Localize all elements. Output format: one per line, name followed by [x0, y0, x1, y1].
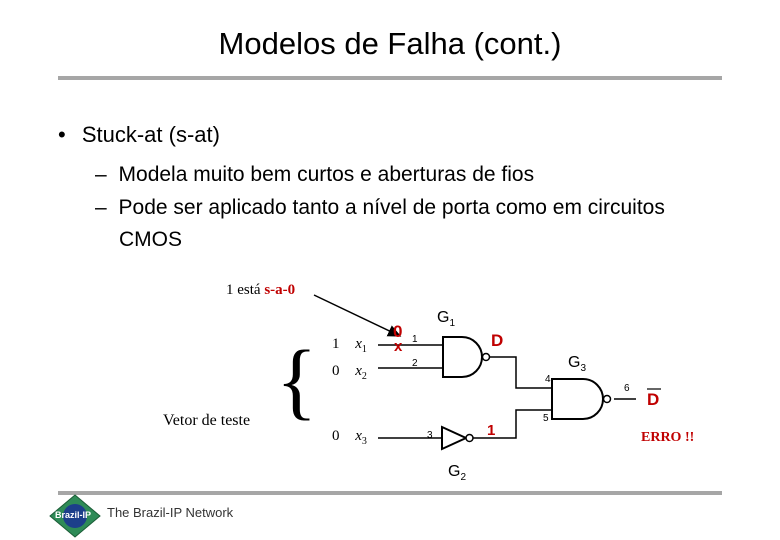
- bullet-marker: •: [58, 122, 66, 147]
- wire-g1-out: [484, 356, 552, 389]
- fault-type: s-a-0: [264, 282, 296, 298]
- input-x3: 0 x3: [332, 428, 367, 447]
- sub-item-3: CMOS: [119, 228, 182, 252]
- footer-network-name: The Brazil-IP Network: [107, 505, 234, 520]
- brazil-ip-logo: Brazil-IP: [49, 494, 101, 538]
- gate-g1-nand: [442, 336, 483, 378]
- gate-g2-inverter: [441, 425, 469, 451]
- net-6: 6: [624, 383, 630, 394]
- input-x2: 0 x2: [332, 363, 367, 382]
- gate-g3-bubble: [602, 394, 612, 404]
- sub-text: Modela muito bem curtos e aberturas de f…: [118, 163, 535, 186]
- net-1: 1: [412, 334, 418, 345]
- d-label: D: [491, 331, 504, 350]
- title-divider: [58, 76, 722, 80]
- gate-g2-label: G2: [448, 463, 467, 484]
- fault-arrow: [313, 294, 402, 337]
- error-label: ERRO !!: [641, 430, 695, 445]
- sub-marker: –: [95, 163, 107, 186]
- dbar-label: D: [647, 390, 660, 409]
- sub-item-2: – Pode ser aplicado tanto a nível de por…: [95, 196, 665, 220]
- fault-value: 0: [393, 322, 403, 341]
- gate-g1-bubble: [481, 352, 491, 362]
- sub-marker: –: [95, 196, 107, 219]
- wire-g2-out: [472, 409, 552, 439]
- test-vector-label: Vetor de teste: [163, 412, 251, 429]
- logo-text: Brazil-IP: [55, 510, 92, 520]
- sub-text: CMOS: [119, 228, 182, 251]
- input-x1: 1 x1: [332, 336, 367, 355]
- fault-label: 1 está s-a-0: [226, 282, 296, 298]
- sub-item-1: – Modela muito bem curtos e aberturas de…: [95, 163, 534, 187]
- logo-emblem-icon: [49, 494, 101, 538]
- gate-g1-label: G1: [437, 309, 456, 330]
- bullet-item: • Stuck-at (s-at): [58, 122, 220, 148]
- fault-mark: x: [394, 338, 403, 355]
- slide-title: Modelos de Falha (cont.): [218, 26, 562, 61]
- gate-g2-bubble: [465, 433, 474, 443]
- net-4: 4: [545, 374, 551, 385]
- net-2: 2: [412, 358, 418, 369]
- inverter-out-value: 1: [487, 422, 496, 439]
- gate-g3-nand: [551, 378, 604, 420]
- gate-g3-label: G3: [568, 354, 587, 375]
- input-brace: {: [276, 332, 318, 428]
- sub-text: Pode ser aplicado tanto a nível de porta…: [118, 196, 665, 219]
- footer-divider: [58, 491, 722, 495]
- net-3: 3: [427, 430, 433, 441]
- net-5: 5: [543, 413, 549, 424]
- bullet-text: Stuck-at (s-at): [81, 122, 220, 147]
